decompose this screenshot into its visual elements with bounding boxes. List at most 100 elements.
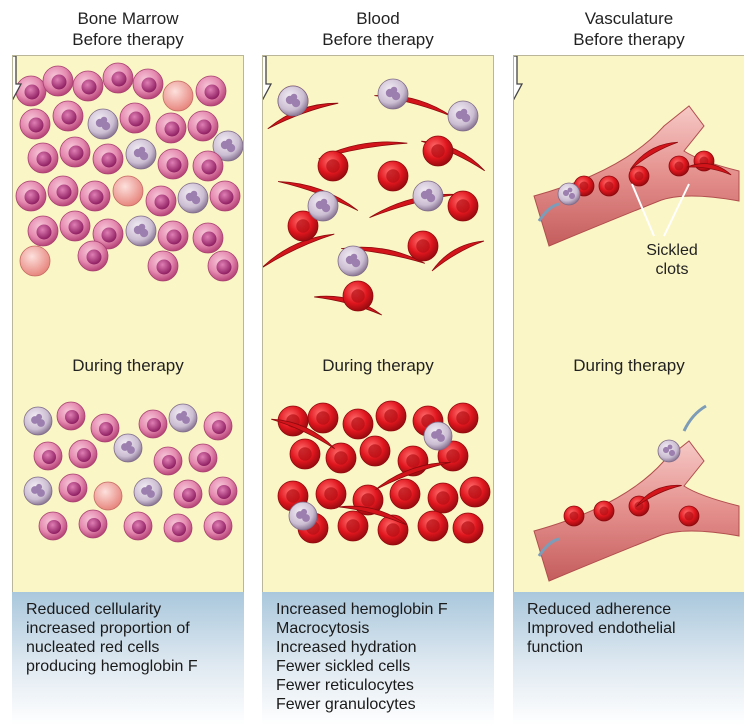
- pale-red-cell: [20, 246, 50, 276]
- nucleated-red-cell: [124, 512, 152, 540]
- caption-line: Increased hydration: [276, 638, 494, 657]
- bone-marrow-panel: During therapy: [12, 55, 244, 594]
- caption-line: nucleated red cells: [26, 638, 244, 657]
- down-arrow-icon: [262, 56, 272, 100]
- nucleated-red-cell: [80, 181, 110, 211]
- down-arrow-icon: [513, 56, 523, 100]
- red-blood-cell: [669, 156, 689, 176]
- red-blood-cell: [343, 409, 373, 439]
- caption-line: Fewer sickled cells: [276, 657, 494, 676]
- column-title: Vasculature Before therapy: [513, 8, 744, 50]
- during-therapy-label: During therapy: [13, 356, 243, 376]
- red-blood-cell: [290, 439, 320, 469]
- vasculature-illustration: [514, 56, 744, 593]
- caption-line: Macrocytosis: [276, 619, 494, 638]
- nucleated-red-cell: [133, 69, 163, 99]
- red-blood-cell: [629, 166, 649, 186]
- white-cell: [134, 478, 162, 506]
- pale-red-cell: [163, 81, 193, 111]
- nucleated-red-cell: [158, 149, 188, 179]
- red-blood-cell: [418, 511, 448, 541]
- white-cell: [558, 183, 580, 205]
- red-blood-cell: [564, 506, 584, 526]
- blood-panel: During therapy: [262, 55, 494, 594]
- column-blood: Blood Before therapy During therapy Incr…: [262, 0, 494, 725]
- vasculature-caption: Reduced adherence Improved endothelial f…: [513, 592, 744, 725]
- white-cell: [126, 216, 156, 246]
- sickled-label-line2: clots: [632, 260, 712, 279]
- nucleated-red-cell: [103, 63, 133, 93]
- sickled-clots-label: Sickled clots: [632, 241, 712, 279]
- nucleated-red-cell: [158, 221, 188, 251]
- red-blood-cell: [308, 403, 338, 433]
- nucleated-red-cell: [120, 103, 150, 133]
- during-therapy-label: During therapy: [263, 356, 493, 376]
- column-title: Bone Marrow Before therapy: [12, 8, 244, 50]
- white-cell: [424, 422, 452, 450]
- nucleated-red-cell: [91, 414, 119, 442]
- nucleated-red-cell: [208, 251, 238, 281]
- nucleated-red-cell: [59, 474, 87, 502]
- pale-red-cell: [94, 482, 122, 510]
- column-title-line2: Before therapy: [513, 29, 744, 50]
- column-title-line1: Bone Marrow: [12, 8, 244, 29]
- nucleated-red-cell: [60, 211, 90, 241]
- nucleated-red-cell: [139, 410, 167, 438]
- down-arrow-icon: [12, 56, 22, 100]
- bone-marrow-caption: Reduced cellularity increased proportion…: [12, 592, 244, 725]
- white-cell: [114, 434, 142, 462]
- red-blood-cell: [408, 231, 438, 261]
- red-blood-cell: [423, 136, 453, 166]
- white-cell: [88, 109, 118, 139]
- caption-line: Reduced adherence: [527, 600, 744, 619]
- caption-line: Increased hemoglobin F: [276, 600, 494, 619]
- nucleated-red-cell: [78, 241, 108, 271]
- during-therapy-label: During therapy: [514, 356, 744, 376]
- white-cell: [24, 477, 52, 505]
- red-blood-cell: [318, 151, 348, 181]
- red-blood-cell: [338, 511, 368, 541]
- nucleated-red-cell: [28, 143, 58, 173]
- nucleated-red-cell: [73, 71, 103, 101]
- nucleated-red-cell: [189, 444, 217, 472]
- nucleated-red-cell: [48, 176, 78, 206]
- nucleated-red-cell: [60, 137, 90, 167]
- nucleated-red-cell: [93, 144, 123, 174]
- caption-line: producing hemoglobin F: [26, 657, 244, 676]
- red-blood-cell: [360, 436, 390, 466]
- caption-line: Fewer granulocytes: [276, 695, 494, 714]
- red-blood-cell: [599, 176, 619, 196]
- caption-line: Fewer reticulocytes: [276, 676, 494, 695]
- nucleated-red-cell: [16, 181, 46, 211]
- red-blood-cell: [460, 477, 490, 507]
- red-blood-cell: [448, 191, 478, 221]
- white-cell: [289, 502, 317, 530]
- white-cell: [338, 246, 368, 276]
- red-blood-cell: [343, 281, 373, 311]
- column-title-line1: Blood: [262, 8, 494, 29]
- nucleated-red-cell: [154, 447, 182, 475]
- red-blood-cell: [378, 161, 408, 191]
- nucleated-red-cell: [156, 113, 186, 143]
- white-cell: [378, 79, 408, 109]
- nucleated-red-cell: [209, 477, 237, 505]
- column-title: Blood Before therapy: [262, 8, 494, 50]
- red-blood-cell: [453, 513, 483, 543]
- red-blood-cell: [376, 401, 406, 431]
- white-cell: [448, 101, 478, 131]
- nucleated-red-cell: [53, 101, 83, 131]
- nucleated-red-cell: [20, 109, 50, 139]
- nucleated-red-cell: [193, 151, 223, 181]
- nucleated-red-cell: [210, 181, 240, 211]
- column-title-line1: Vasculature: [513, 8, 744, 29]
- blood-caption: Increased hemoglobin F Macrocytosis Incr…: [262, 592, 494, 725]
- column-title-line2: Before therapy: [12, 29, 244, 50]
- vasculature-panel: Sickled clots During therapy: [513, 55, 744, 594]
- pale-red-cell: [113, 176, 143, 206]
- nucleated-red-cell: [196, 76, 226, 106]
- flow-arrow-icon: [684, 406, 706, 431]
- bone-marrow-illustration: [13, 56, 243, 593]
- white-cell: [24, 407, 52, 435]
- nucleated-red-cell: [146, 186, 176, 216]
- red-blood-cell: [390, 479, 420, 509]
